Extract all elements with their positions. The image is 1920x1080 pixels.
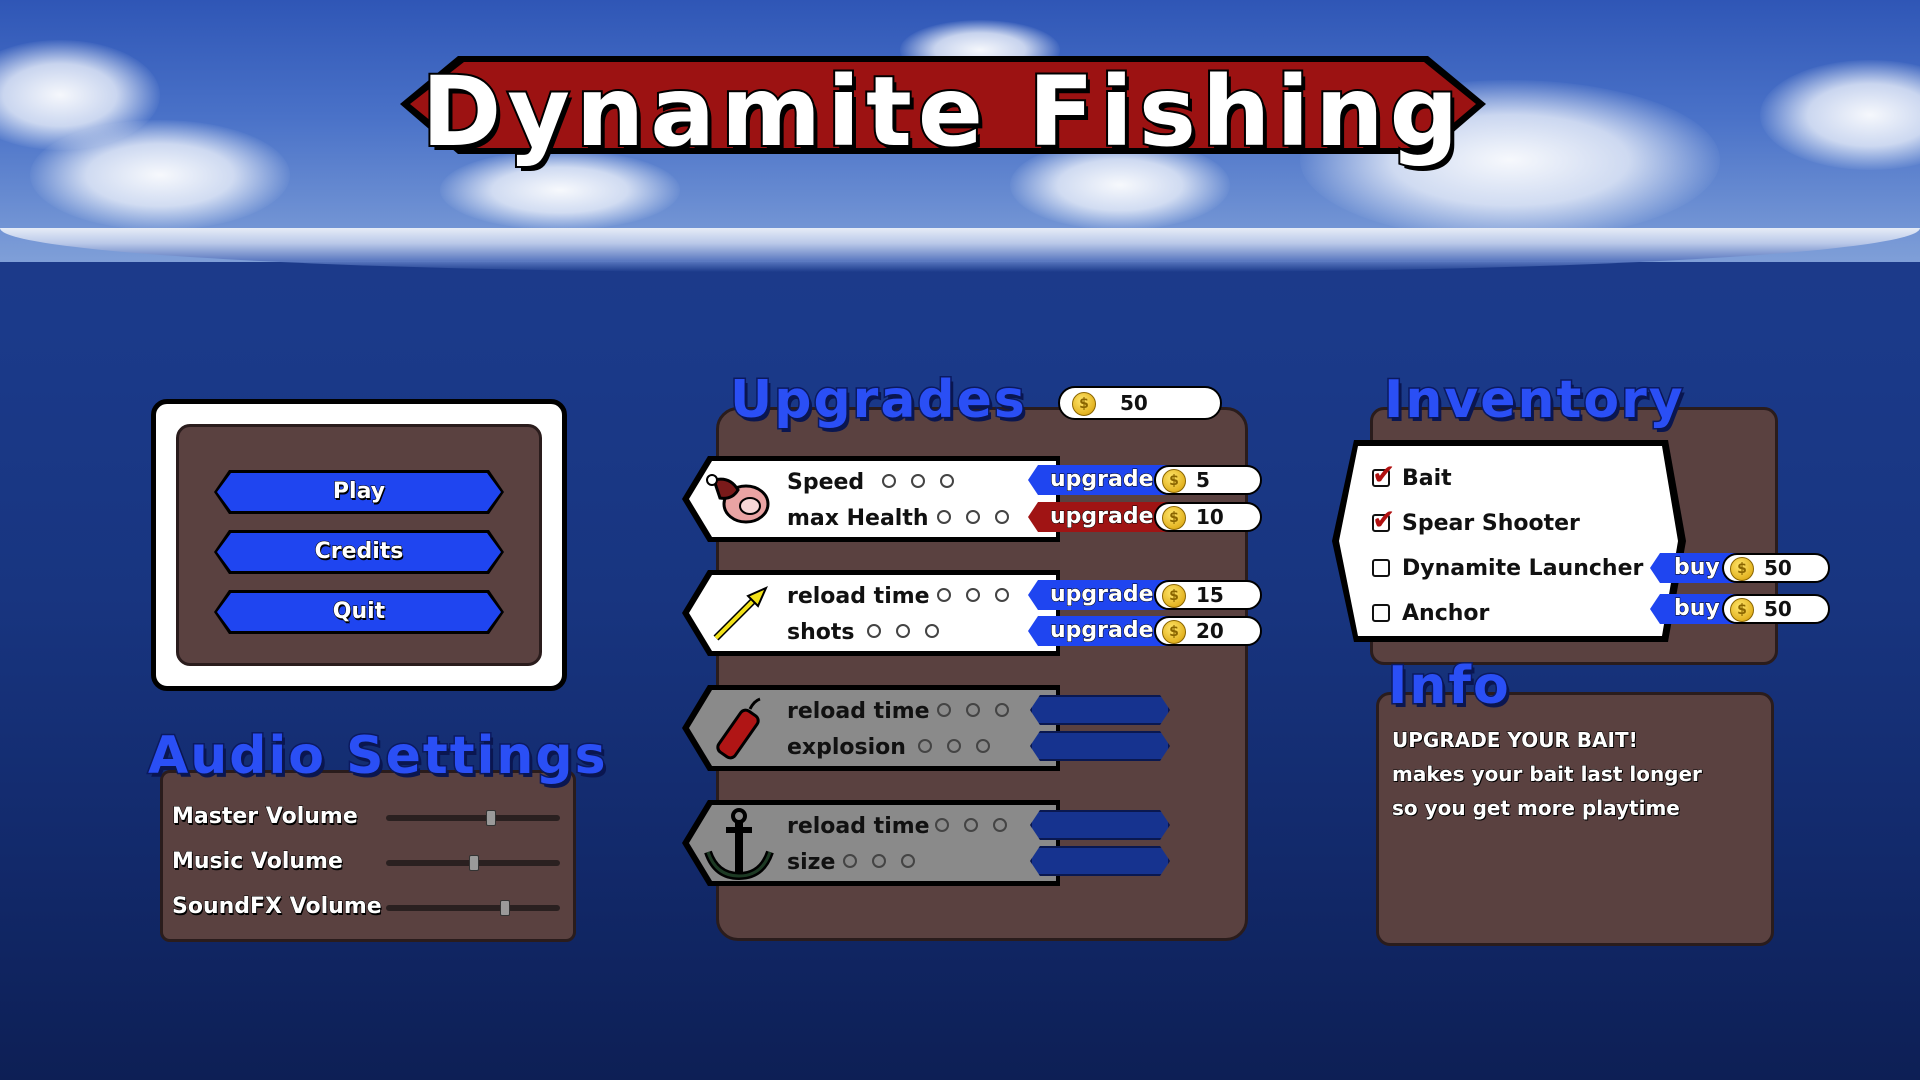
upgrade-card-anchor bbox=[680, 798, 1068, 888]
check-icon: ✔ bbox=[1372, 503, 1396, 536]
stat-label: explosion bbox=[787, 735, 906, 760]
info-text-line: UPGRADE YOUR BAIT! bbox=[1392, 728, 1639, 753]
soundfx-volume-handle[interactable] bbox=[500, 900, 511, 916]
upgrade-button[interactable]: upgrade bbox=[1028, 580, 1170, 610]
upgrade-level-dots bbox=[918, 739, 990, 753]
upgrade-button[interactable]: upgrade bbox=[1028, 502, 1170, 532]
music-volume-label: Music Volume bbox=[172, 849, 344, 875]
upgrade-level-dots bbox=[937, 588, 1009, 602]
locked-upgrade-slot bbox=[1030, 695, 1170, 725]
coin-balance: $ 50 bbox=[1058, 386, 1222, 420]
locked-upgrade-slot bbox=[1030, 731, 1170, 761]
inventory-item-spear-shooter: Spear Shooter bbox=[1402, 511, 1580, 536]
inventory-item-bait: Bait bbox=[1402, 466, 1452, 491]
anchor-icon bbox=[704, 808, 774, 881]
info-text-line: makes your bait last longer bbox=[1392, 762, 1703, 787]
coin-balance-value: 50 bbox=[1120, 391, 1148, 415]
upgrade-level-dots bbox=[937, 510, 1009, 524]
sea-surface bbox=[0, 228, 1920, 272]
stat-label: reload time bbox=[787, 699, 930, 724]
locked-upgrade-slot bbox=[1030, 810, 1170, 840]
dynamite-icon bbox=[716, 697, 761, 760]
coin-icon: $ bbox=[1162, 506, 1186, 530]
audio-settings-heading: Audio Settings bbox=[147, 725, 608, 788]
soundfx-volume-slider[interactable] bbox=[386, 900, 560, 916]
master-volume-handle[interactable] bbox=[486, 810, 497, 826]
stat-label: reload time bbox=[787, 584, 930, 609]
coin-icon: $ bbox=[1730, 598, 1754, 622]
price-tag: $50 bbox=[1722, 594, 1830, 624]
stat-label: shots bbox=[787, 620, 855, 645]
upgrade-card-dynamite bbox=[680, 683, 1068, 773]
price-tag: $50 bbox=[1722, 553, 1830, 583]
play-button[interactable]: Play bbox=[217, 473, 501, 511]
stat-label: Speed bbox=[787, 470, 865, 495]
game-title: Dynamite Fishing bbox=[420, 54, 1465, 170]
master-volume-slider[interactable] bbox=[386, 810, 560, 826]
price-tag: $10 bbox=[1154, 502, 1262, 532]
info-text-line: so you get more playtime bbox=[1392, 796, 1681, 821]
music-volume-slider[interactable] bbox=[386, 855, 560, 871]
upgrade-level-dots bbox=[935, 818, 1007, 832]
coin-icon: $ bbox=[1072, 392, 1096, 416]
meat-bait-icon bbox=[706, 474, 770, 524]
check-icon: ✔ bbox=[1372, 458, 1396, 491]
spear-icon bbox=[713, 586, 768, 641]
credits-button[interactable]: Credits bbox=[217, 533, 501, 571]
upgrade-level-dots bbox=[937, 703, 1009, 717]
info-panel bbox=[1376, 692, 1774, 946]
upgrade-card-bait bbox=[680, 454, 1068, 544]
upgrade-level-dots bbox=[867, 624, 939, 638]
coin-icon: $ bbox=[1162, 620, 1186, 644]
music-volume-handle[interactable] bbox=[469, 855, 479, 871]
upgrade-card-spear bbox=[680, 568, 1068, 658]
upgrade-button[interactable]: upgrade bbox=[1028, 465, 1170, 495]
upgrade-level-dots bbox=[843, 854, 915, 868]
stat-label: reload time bbox=[787, 814, 930, 839]
dynamite-launcher-checkbox[interactable] bbox=[1372, 559, 1390, 577]
locked-upgrade-slot bbox=[1030, 846, 1170, 876]
title-banner: Dynamite Fishing bbox=[396, 52, 1490, 170]
upgrade-level-dots bbox=[882, 474, 954, 488]
main-menu-panel: Play Credits Quit bbox=[151, 399, 567, 691]
inventory-item-anchor: Anchor bbox=[1402, 601, 1490, 626]
stat-label: size bbox=[787, 850, 836, 875]
anchor-checkbox[interactable] bbox=[1372, 604, 1390, 622]
info-heading: Info bbox=[1387, 655, 1511, 718]
upgrades-heading: Upgrades bbox=[729, 369, 1027, 432]
inventory-heading: Inventory bbox=[1383, 369, 1685, 432]
coin-icon: $ bbox=[1730, 557, 1754, 581]
price-tag: $5 bbox=[1154, 465, 1262, 495]
spear-shooter-checkbox[interactable]: ✔ bbox=[1372, 506, 1395, 534]
inventory-item-dynamite-launcher: Dynamite Launcher bbox=[1402, 556, 1644, 581]
soundfx-volume-label: SoundFX Volume bbox=[172, 894, 383, 920]
coin-icon: $ bbox=[1162, 469, 1186, 493]
master-volume-label: Master Volume bbox=[172, 804, 359, 830]
stat-label: max Health bbox=[787, 506, 929, 531]
price-tag: $15 bbox=[1154, 580, 1262, 610]
inventory-list bbox=[1330, 438, 1690, 644]
price-tag: $20 bbox=[1154, 616, 1262, 646]
bait-checkbox[interactable]: ✔ bbox=[1372, 461, 1395, 489]
upgrade-button[interactable]: upgrade bbox=[1028, 616, 1170, 646]
main-menu-inner: Play Credits Quit bbox=[176, 424, 542, 666]
quit-button[interactable]: Quit bbox=[217, 593, 501, 631]
coin-icon: $ bbox=[1162, 584, 1186, 608]
